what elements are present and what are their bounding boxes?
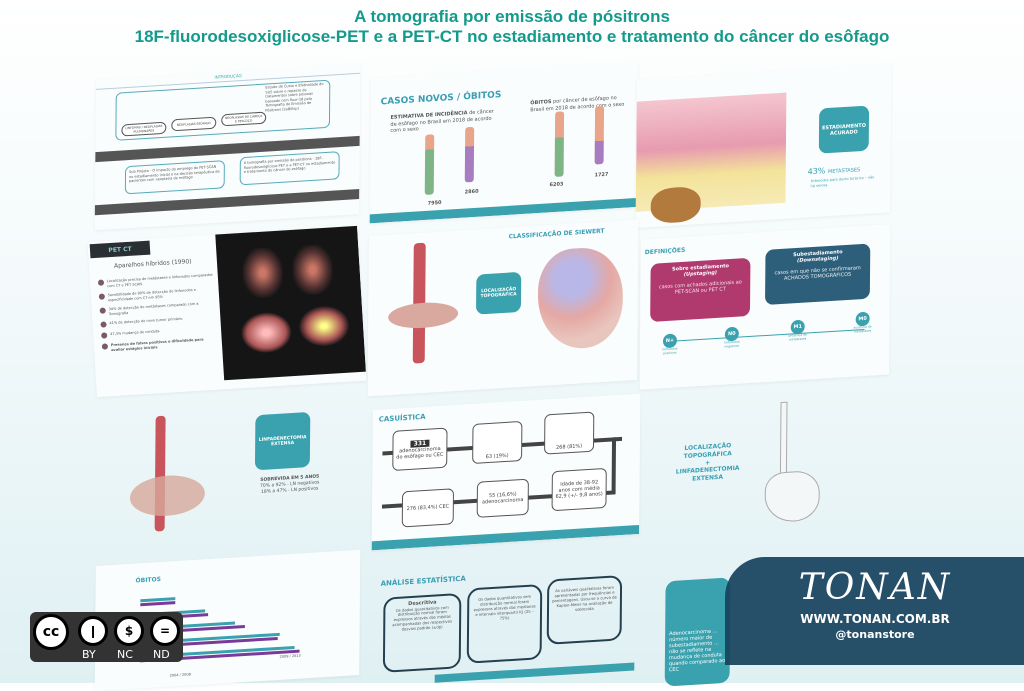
upstaging-text: casos com achados adicionais ao PET-SCAN… (658, 279, 742, 296)
slide-estadiamento: ESTADIAMENTO ACURADO 43% METÁSTASES linf… (635, 64, 892, 228)
downstaging-text: casos em que não se confirmaram ACHADOS … (774, 265, 861, 282)
by-attribution-icon: ❙ (78, 616, 108, 646)
slide-siewert: CLASSIFICAÇÃO DE SIEWERT LOCALIZAÇÃO TOP… (367, 219, 639, 397)
noncommercial-icon: $ (114, 616, 144, 646)
bullet-item: Sensibilidade de 80% de detecção de linf… (98, 287, 214, 303)
arrow-female-deaths (594, 105, 605, 165)
stomach-illustration (388, 300, 459, 331)
metastasis-note: linfonodos para ducto torácico – não há … (810, 175, 875, 188)
timeline-node: N+linfonodos positivos (658, 333, 682, 356)
brand-url[interactable]: WWW.TONAN.COM.BR (800, 612, 950, 626)
slide-intro: INTRODUÇÃO Estudo de Custo e Efetividade… (94, 63, 361, 231)
pet-ct-subtitle: Aparelhos híbridos (1990) (113, 258, 192, 270)
pet-scan-images (215, 225, 366, 381)
upstaging-card: Sobre estadiamento (Upstaging) casos com… (650, 257, 751, 323)
cc-license-badge[interactable]: cc ❙ $ = BY NC ND (30, 612, 183, 662)
metastasis-percent: 43% (807, 166, 826, 177)
pet-ct-header: PET CT (89, 240, 151, 259)
bullet-item: Localização precisa de metástases e linf… (97, 273, 213, 289)
slide-definicoes: DEFINIÇÕES Sobre estadiamento (Upstaging… (639, 224, 891, 390)
casuistica-adeno-box: 55 (16,6%) adenocarcinoma (476, 478, 529, 518)
slide-linfadenectomia: LINFADENECTOMIA EXTENSA SOBREVIDA EM 5 A… (95, 394, 361, 546)
casuistica-male-box: 268 (81%) (544, 411, 595, 455)
esophagus-outline (779, 401, 788, 478)
tonan-banner: TONAN WWW.TONAN.COM.BR @tonanstore (725, 557, 1024, 665)
slide-pet-ct: PET CT Aparelhos híbridos (1990) Localiz… (87, 225, 367, 398)
arrow-female-incidence (464, 126, 475, 183)
category-label: 2004 / 2008 (169, 672, 191, 678)
value: 1727 (594, 171, 609, 179)
slide-heading: ANÁLISE ESTATÍSTICA (380, 574, 466, 588)
slide-topografia: LOCALIZAÇÃO TOPOGRÁFICA + LINFADENECTOMI… (645, 390, 891, 545)
timeline-line (664, 328, 865, 343)
stomach-siewert-illustration (537, 245, 624, 351)
bullet-item: Presença de falsos positivos e dificulda… (101, 337, 217, 353)
liver-illustration (650, 185, 701, 225)
casuistica-age-box: Idade de 38-92 anos com média 62,9 (+/- … (551, 467, 607, 512)
slide-heading: ÓBITOS (135, 575, 161, 585)
value: 2860 (464, 188, 479, 196)
footer-band (434, 662, 635, 683)
footer-band (371, 524, 640, 551)
stomach-illustration (129, 473, 206, 519)
metastasis-label: METÁSTASES (827, 167, 861, 176)
license-nd: ND (153, 648, 170, 661)
last-slide-card: Adenocarcinoma ... número maior de subes… (664, 577, 731, 687)
slide-heading: CASOS NOVOS / ÓBITOS (380, 90, 502, 108)
brand-handle[interactable]: @tonanstore (835, 628, 915, 641)
tonan-logo: TONAN (798, 567, 952, 608)
bullet-item: 34% de detecção de metástases comparado … (99, 301, 215, 317)
localizacao-box: LOCALIZAÇÃO TOPOGRÁFICA (476, 271, 522, 315)
casuistica-female-box: 63 (19%) (472, 420, 523, 465)
slide-heading: DEFINIÇÕES (644, 246, 686, 257)
value: 6203 (549, 181, 564, 189)
slide-heading: CLASSIFICAÇÃO DE SIEWERT (508, 227, 605, 241)
casuistica-cec-box: 276 (83,4%) CEC (401, 488, 454, 528)
nonnormal-card: Os dados quantitativos sem distribuição … (466, 583, 543, 664)
intro-box-3: A tomografia por emissão de pósitrons - … (239, 151, 340, 186)
value: 7950 (427, 199, 442, 207)
license-nc: NC (117, 648, 133, 661)
cc-icon: cc (33, 614, 69, 650)
arrow-male-deaths (554, 111, 565, 177)
slide-heading: CASUÍSTICA (378, 412, 426, 424)
category-label: 2009 / 2013 (279, 653, 301, 659)
intro-box-2: Sub Projeto - O impacto do emprego do PE… (124, 160, 225, 195)
linfadenectomia-box: LINFADENECTOMIA EXTENSA (254, 411, 311, 471)
footer-band (369, 197, 638, 224)
arrow-male-incidence (424, 134, 435, 195)
slide-casos-novos: CASOS NOVOS / ÓBITOS ESTIMATIVA DE INCID… (369, 61, 639, 224)
stomach-outline (764, 469, 820, 524)
license-by: BY (82, 648, 96, 661)
downstaging-card: Subestadiamento (Downstaging) casos em q… (765, 243, 871, 305)
page-title: A tomografia por emissão de pósitrons (354, 7, 670, 26)
page-subtitle: 18F-fluorodesoxiglicose-PET e a PET-CT n… (134, 27, 890, 46)
noderivatives-icon: = (150, 616, 180, 646)
intro-box-1: Estudo de Custo e Efetividade do SUS sob… (265, 82, 324, 113)
estadiamento-box: ESTADIAMENTO ACURADO (818, 105, 870, 154)
qualitative-card: As variáveis qualitativas foram apresent… (546, 575, 623, 645)
